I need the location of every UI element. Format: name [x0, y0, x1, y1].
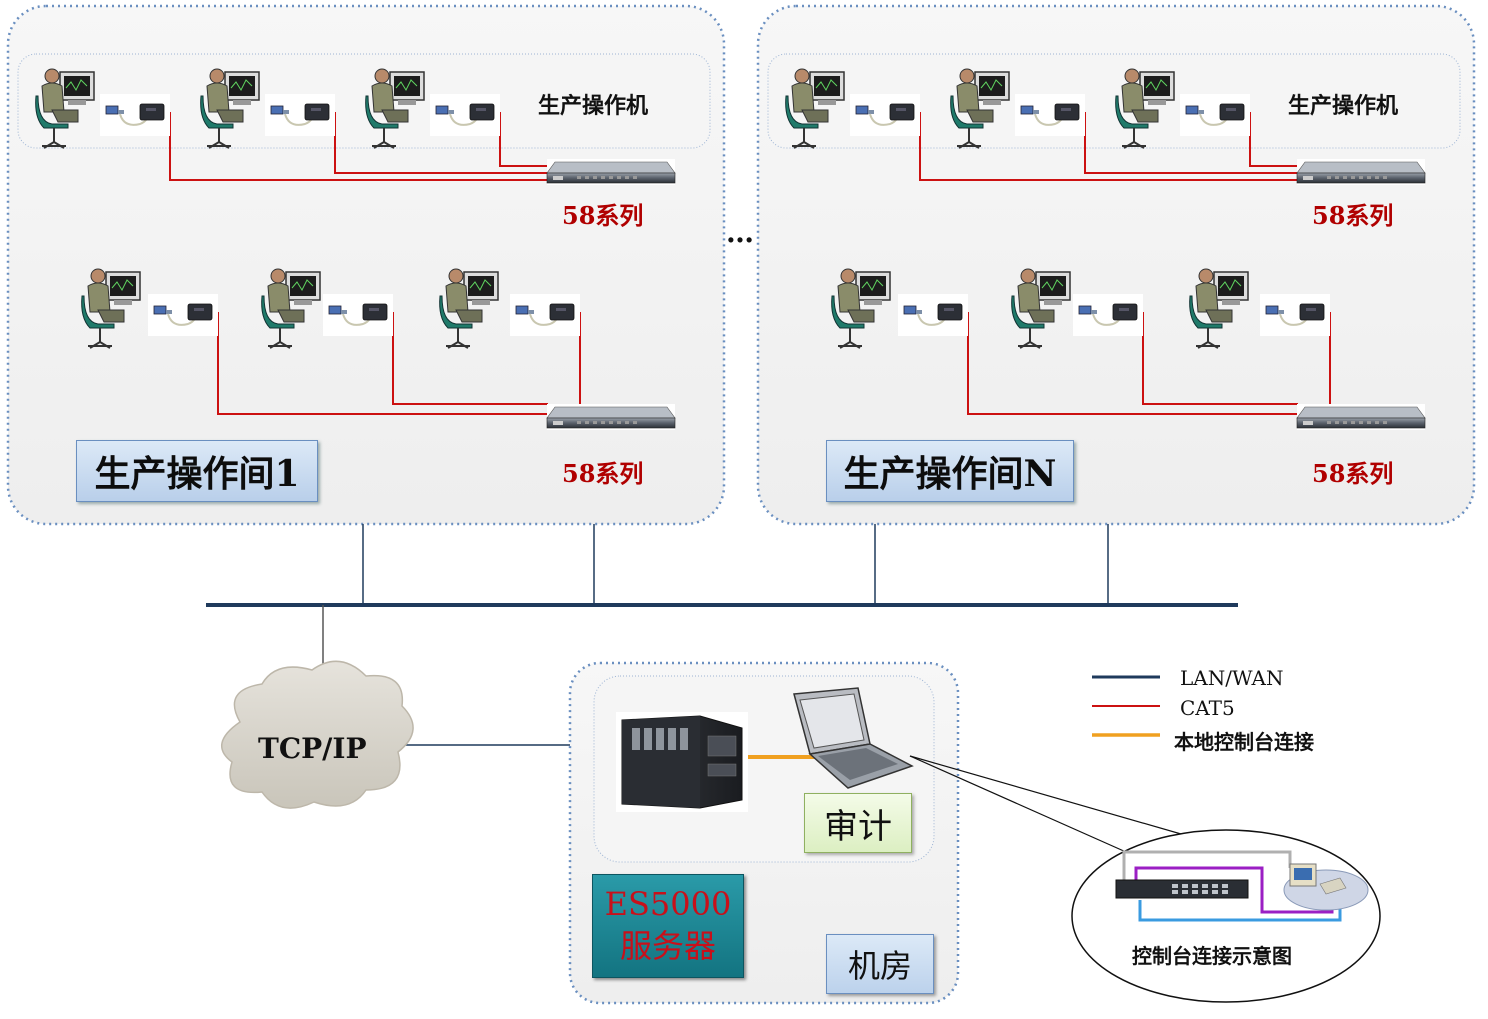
series-label-room1-top: 58系列: [562, 201, 644, 230]
switch-58-roomn-bottom: [1296, 403, 1426, 431]
laptop-icon: [793, 687, 914, 789]
series-label-room1-bottom: 58系列: [562, 459, 644, 488]
room-name-n: 生产操作间N: [826, 440, 1074, 502]
ellipsis: …: [726, 216, 754, 249]
switch-58-room1-bottom: [546, 403, 676, 431]
switch-58-room1-top: [546, 158, 676, 186]
pc-label-room-n: 生产操作机: [1288, 93, 1399, 119]
room-panel-1: [6, 4, 726, 526]
callout-lines: [909, 755, 1189, 853]
legend-label-lan: LAN/WAN: [1180, 666, 1284, 690]
room-name-1: 生产操作间1: [76, 440, 318, 502]
tcp-ip-cloud: [221, 660, 414, 809]
machine-room-label: 机房: [826, 934, 934, 994]
cloud-label: TCP/IP: [258, 732, 367, 765]
console-diagram-label: 控制台连接示意图: [1132, 944, 1292, 968]
series-label-roomn-top: 58系列: [1312, 201, 1394, 230]
lan-wan-backbone: [206, 524, 1238, 746]
server-label-line-2: 服务器: [619, 927, 716, 965]
audit-label: 审计: [804, 793, 912, 853]
console-detail-ellipse: [1071, 829, 1381, 1003]
switch-58-roomn-top: [1296, 158, 1426, 186]
legend-label-console: 本地控制台连接: [1174, 730, 1314, 754]
es5000-server-icon: [616, 712, 748, 812]
pc-label-room-1: 生产操作机: [538, 93, 649, 119]
room-panel-n: [756, 4, 1476, 526]
legend-label-cat5: CAT5: [1180, 696, 1235, 720]
es5000-server-label: ES5000 服务器: [592, 874, 744, 978]
series-label-roomn-bottom: 58系列: [1312, 459, 1394, 488]
server-label-line-1: ES5000: [604, 885, 732, 923]
